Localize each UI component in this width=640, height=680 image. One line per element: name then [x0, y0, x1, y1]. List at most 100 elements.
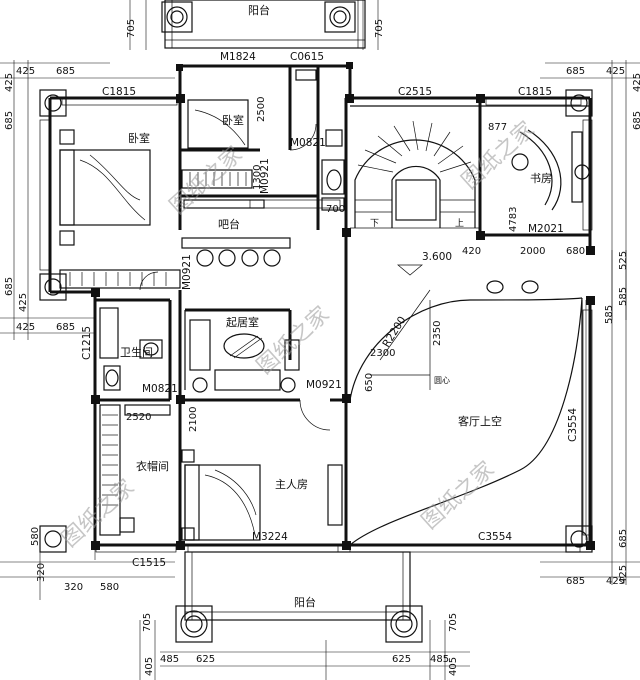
- code-c3554-bottom: C3554: [478, 531, 512, 543]
- top-bath-fixtures: [295, 69, 345, 211]
- code-c1815-left: C1815: [102, 86, 136, 98]
- code-c2515: C2515: [398, 86, 432, 98]
- room-closet: 衣帽间: [136, 459, 169, 473]
- dim-685-br: 685: [566, 576, 585, 587]
- dim-525-r: 525: [618, 251, 629, 270]
- dim-685-lm: 685: [4, 277, 15, 296]
- dim-580-b: 580: [100, 582, 119, 593]
- master-bedroom-furniture: [139, 123, 343, 541]
- dim-2500: 2500: [256, 97, 267, 122]
- dim-705-top-r: 705: [374, 19, 385, 38]
- dim-4783: 4783: [508, 207, 519, 232]
- room-balcony-top: 阳台: [248, 3, 270, 17]
- code-m0921-top: M0921: [259, 158, 271, 194]
- staircase: [350, 120, 480, 229]
- corner-posts: [39, 89, 593, 553]
- dim-705-bot-r: 705: [448, 613, 459, 632]
- code-c1515: C1515: [132, 557, 166, 569]
- code-m2021: M2021: [528, 223, 564, 235]
- dim-877: 877: [488, 122, 507, 133]
- code-circle-center: 圆心: [434, 376, 450, 385]
- interior-walls: [95, 66, 590, 545]
- left-bath-fixtures: [99, 307, 163, 391]
- dim-580-l: 580: [30, 527, 41, 546]
- room-living: 起居室: [226, 315, 259, 329]
- dim-320-l: 320: [36, 563, 47, 582]
- code-m0821-left: M0821: [142, 383, 178, 395]
- code-c0615: C0615: [290, 51, 324, 63]
- code-c1215: C1215: [81, 326, 93, 360]
- study-furniture: [511, 129, 590, 211]
- living-room-furniture: [189, 319, 300, 393]
- dim-425-lm2: 425: [16, 322, 35, 333]
- dim-685-lm2: 685: [56, 322, 75, 333]
- room-bathroom: 卫生间: [120, 345, 153, 359]
- code-m0821-top: M0821: [290, 137, 326, 149]
- dim-405-bl: 405: [144, 657, 155, 676]
- elevation-label: 3.600: [422, 251, 452, 263]
- dim-1300: 1300: [252, 165, 263, 190]
- dim-425-tr: 425: [606, 66, 625, 77]
- code-m0921-mid: M0921: [306, 379, 342, 391]
- dim-2520: 2520: [126, 412, 151, 423]
- dim-425-rb: 425: [618, 565, 629, 584]
- room-bar: 吧台: [218, 217, 240, 231]
- dim-485-bl: 485: [160, 654, 179, 665]
- code-r2200: R2200: [380, 314, 408, 349]
- dim-405-br: 405: [448, 657, 459, 676]
- room-bedroom-left: 卧室: [128, 131, 150, 145]
- living-void: [349, 264, 583, 546]
- code-c1815-right: C1815: [518, 86, 552, 98]
- mid-bedroom-furniture: [181, 99, 253, 189]
- dim-425-lm: 425: [18, 293, 29, 312]
- dim-425-tl: 425: [16, 66, 35, 77]
- room-living-void: 客厅上空: [458, 414, 502, 428]
- dim-685-tl: 685: [56, 66, 75, 77]
- code-m3224: M3224: [252, 531, 288, 543]
- columns: [91, 62, 595, 550]
- dim-425-rt: 425: [632, 73, 640, 92]
- watermark-4: 图纸之家: [57, 475, 139, 552]
- windows: [39, 98, 593, 553]
- exterior-walls: [48, 64, 592, 547]
- dim-2000: 2000: [520, 246, 545, 257]
- dim-320-b: 320: [64, 582, 83, 593]
- dim-2100: 2100: [188, 407, 199, 432]
- bar-counter: [181, 199, 341, 267]
- dim-625-br: 625: [392, 654, 411, 665]
- room-study: 书房: [530, 172, 552, 185]
- code-c3554-right: C3554: [567, 408, 579, 442]
- code-m1824: M1824: [220, 51, 256, 63]
- dim-485-br: 485: [430, 654, 449, 665]
- room-balcony-bottom: 阳台: [294, 595, 316, 609]
- watermark-3: 图纸之家: [252, 302, 334, 379]
- left-bedroom-furniture: [59, 129, 181, 289]
- dim-685-lt: 685: [4, 111, 15, 130]
- balcony-bottom: [175, 551, 423, 643]
- dim-425-lt: 425: [4, 73, 15, 92]
- dim-2350: 2350: [432, 321, 443, 346]
- code-stair-down: 下: [370, 219, 379, 229]
- dim-425-br: 425: [606, 576, 625, 587]
- dim-650: 650: [364, 373, 375, 392]
- watermark-5: 图纸之家: [417, 457, 499, 534]
- code-stair-up: 上: [455, 218, 464, 229]
- dim-625-bl: 625: [196, 654, 215, 665]
- dim-685-tr: 685: [566, 66, 585, 77]
- dim-700: 700: [326, 204, 345, 215]
- balcony-top: [161, 0, 366, 49]
- dim-2300: 2300: [370, 348, 395, 359]
- dimension-numbers: 705 705 425 685 685 425 425 685 685 425 …: [4, 19, 640, 676]
- dim-680: 680: [566, 246, 585, 257]
- dim-705-bot-l: 705: [142, 613, 153, 632]
- code-m0921-left: M0921: [181, 254, 193, 290]
- dim-705-top-l: 705: [126, 19, 137, 38]
- room-bedroom-mid: 卧室: [222, 113, 244, 127]
- dim-420: 420: [462, 246, 481, 257]
- dim-585-r2: 585: [604, 305, 615, 324]
- room-master-bedroom: 主人房: [275, 478, 308, 491]
- dim-685-rb: 685: [618, 529, 629, 548]
- closet-furniture: [99, 404, 171, 536]
- dim-685-rt: 685: [632, 111, 640, 130]
